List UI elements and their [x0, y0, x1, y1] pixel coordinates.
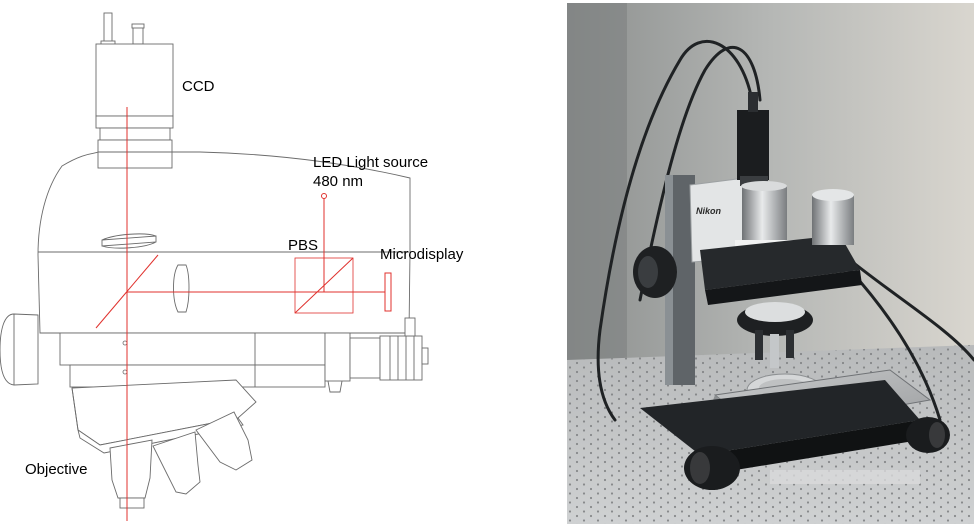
camera-cables	[596, 40, 974, 422]
pbs-label: PBS	[288, 237, 318, 254]
focus-knob-drawing	[0, 313, 39, 386]
optical-elements	[101, 233, 392, 314]
relay-lens	[173, 264, 190, 313]
ccd-camera-drawing	[95, 12, 174, 169]
beam-paths	[95, 107, 385, 521]
microdisplay-label: Microdisplay	[380, 246, 464, 263]
objective-lenses	[109, 411, 253, 509]
nosepiece-housing	[59, 317, 429, 393]
led-source-dot	[321, 193, 327, 199]
nikon-logo: Nikon	[696, 206, 722, 216]
microdisplay-panel	[384, 272, 392, 312]
microscope-body-outline	[37, 151, 411, 334]
ccd-label: CCD	[182, 78, 215, 95]
led-wavelength-label: 480 nm	[313, 173, 363, 190]
objective-label: Objective	[25, 461, 88, 478]
revolving-nosepiece	[71, 379, 257, 454]
tube-lens	[101, 233, 157, 249]
microscope-schematic: CCD LED Light source 480 nm PBS Microdis…	[0, 12, 464, 521]
led-source-label: LED Light source	[313, 154, 428, 171]
setup-photograph: Nikon	[567, 3, 974, 524]
